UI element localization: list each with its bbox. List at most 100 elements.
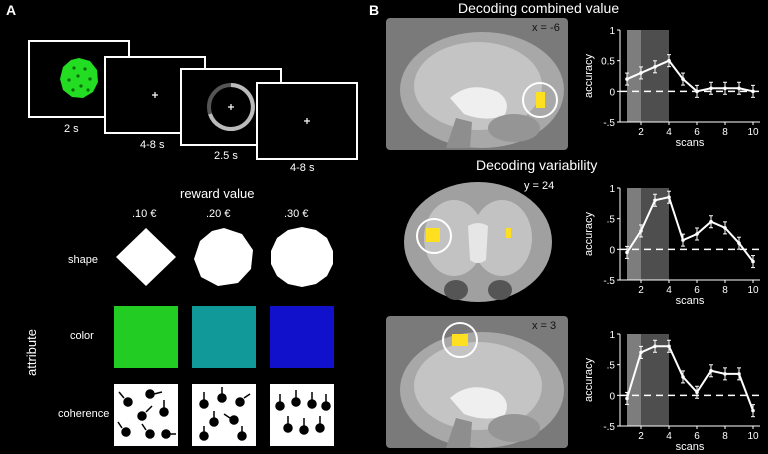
y-tick-label: -.5 — [603, 422, 615, 433]
coherence-high-icon — [270, 384, 334, 446]
reward-column-1: .10 € — [132, 208, 157, 220]
fixation-cross-icon — [304, 118, 310, 124]
data-point — [751, 89, 755, 94]
data-point — [723, 372, 727, 376]
sagittal-brain-2 — [386, 316, 568, 448]
data-point — [639, 350, 643, 355]
x-tick-label: 4 — [666, 127, 672, 138]
data-point — [723, 86, 727, 91]
x-tick-label: 6 — [694, 431, 700, 442]
reward-column-3: .30 € — [284, 208, 309, 220]
data-point — [625, 396, 629, 401]
data-point — [653, 65, 657, 69]
data-point — [737, 241, 741, 245]
coherence-mid-icon — [192, 384, 256, 446]
data-point — [639, 71, 643, 75]
data-point — [723, 226, 727, 230]
x-tick-label: 8 — [722, 285, 728, 296]
data-point — [737, 86, 741, 91]
color-swatch-green — [114, 306, 178, 368]
data-point — [751, 259, 755, 264]
accuracy-chart-1: 1 0.5 0 -.5 2 4 6 8 10 scans accuracy — [583, 26, 760, 149]
color-swatch-teal — [192, 306, 256, 368]
y-axis-label: accuracy — [583, 211, 595, 256]
shaded-band-early — [627, 334, 641, 426]
duration-label-2: 4-8 s — [140, 139, 165, 151]
brain-3-coordinate: x = 3 — [532, 320, 557, 332]
x-tick-label: 2 — [638, 431, 644, 442]
color-swatch-blue — [270, 306, 334, 368]
y-tick-label: 1 — [609, 26, 615, 37]
sagittal-brain-1 — [386, 18, 568, 150]
data-point — [695, 89, 699, 94]
data-point — [625, 250, 629, 255]
x-tick-label: 8 — [722, 127, 728, 138]
x-axis-label: scans — [676, 441, 705, 453]
accuracy-series-line — [626, 59, 754, 93]
accuracy-series-line — [626, 345, 754, 412]
data-point — [653, 198, 657, 203]
panel-b-letter: B — [369, 2, 380, 18]
duration-label-4: 4-8 s — [290, 162, 315, 174]
y-tick-label: 0 — [609, 245, 615, 256]
nonagon-shape-icon — [194, 228, 253, 286]
data-point — [653, 344, 657, 349]
data-point — [695, 232, 699, 236]
coronal-brain — [396, 176, 560, 308]
data-point — [709, 219, 713, 224]
row-label-color: color — [70, 330, 94, 342]
row-label-coherence: coherence — [58, 408, 110, 420]
panel-a-letter: A — [6, 2, 17, 18]
data-point — [667, 195, 671, 199]
section-title-combined-value: Decoding combined value — [458, 0, 620, 16]
duration-label-1: 2 s — [64, 123, 79, 135]
data-point — [709, 369, 713, 373]
x-tick-label: 2 — [638, 127, 644, 138]
attribute-axis-label: attribute — [24, 329, 39, 376]
reward-value-title: reward value — [180, 186, 255, 201]
y-tick-label: 0 — [609, 87, 615, 98]
y-tick-label: 0.5 — [601, 57, 615, 68]
data-point — [737, 372, 741, 376]
coherence-low-icon — [114, 384, 178, 446]
x-tick-label: 10 — [747, 285, 759, 296]
brain-2-coordinate: y = 24 — [524, 180, 555, 192]
y-tick-label: 1 — [609, 330, 615, 341]
duration-label-3: 2.5 s — [214, 150, 238, 162]
x-tick-label: 10 — [747, 431, 759, 442]
green-dots-stimulus-icon — [60, 58, 98, 98]
section-title-variability: Decoding variability — [476, 157, 598, 173]
progress-ring-icon — [207, 83, 255, 131]
x-tick-label: 4 — [666, 431, 672, 442]
x-axis-label: scans — [676, 137, 705, 149]
x-tick-label: 10 — [747, 127, 759, 138]
y-axis-label: accuracy — [583, 53, 595, 98]
x-tick-label: 6 — [694, 127, 700, 138]
row-label-shape: shape — [68, 254, 98, 266]
data-point — [709, 86, 713, 91]
brain-1-coordinate: x = -6 — [532, 22, 560, 34]
reward-column-2: .20 € — [206, 208, 231, 220]
data-point — [667, 58, 671, 63]
data-point — [695, 390, 699, 395]
y-tick-label: .5 — [607, 215, 616, 226]
accuracy-series-line — [626, 196, 754, 263]
data-point — [667, 344, 671, 349]
data-point — [681, 77, 685, 81]
diamond-shape-icon — [116, 228, 176, 286]
x-axis-label: scans — [676, 295, 705, 307]
shaded-band-early — [627, 188, 641, 280]
x-tick-label: 8 — [722, 431, 728, 442]
data-point — [625, 77, 629, 81]
data-point — [681, 375, 685, 379]
y-tick-label: -.5 — [603, 118, 615, 129]
fixation-screen-2 — [256, 82, 358, 160]
y-tick-label: -.5 — [603, 276, 615, 287]
fixation-cross-icon — [152, 92, 158, 98]
data-point — [681, 238, 685, 242]
dodecagon-shape-icon — [271, 227, 333, 287]
x-tick-label: 2 — [638, 285, 644, 296]
data-point — [751, 408, 755, 413]
